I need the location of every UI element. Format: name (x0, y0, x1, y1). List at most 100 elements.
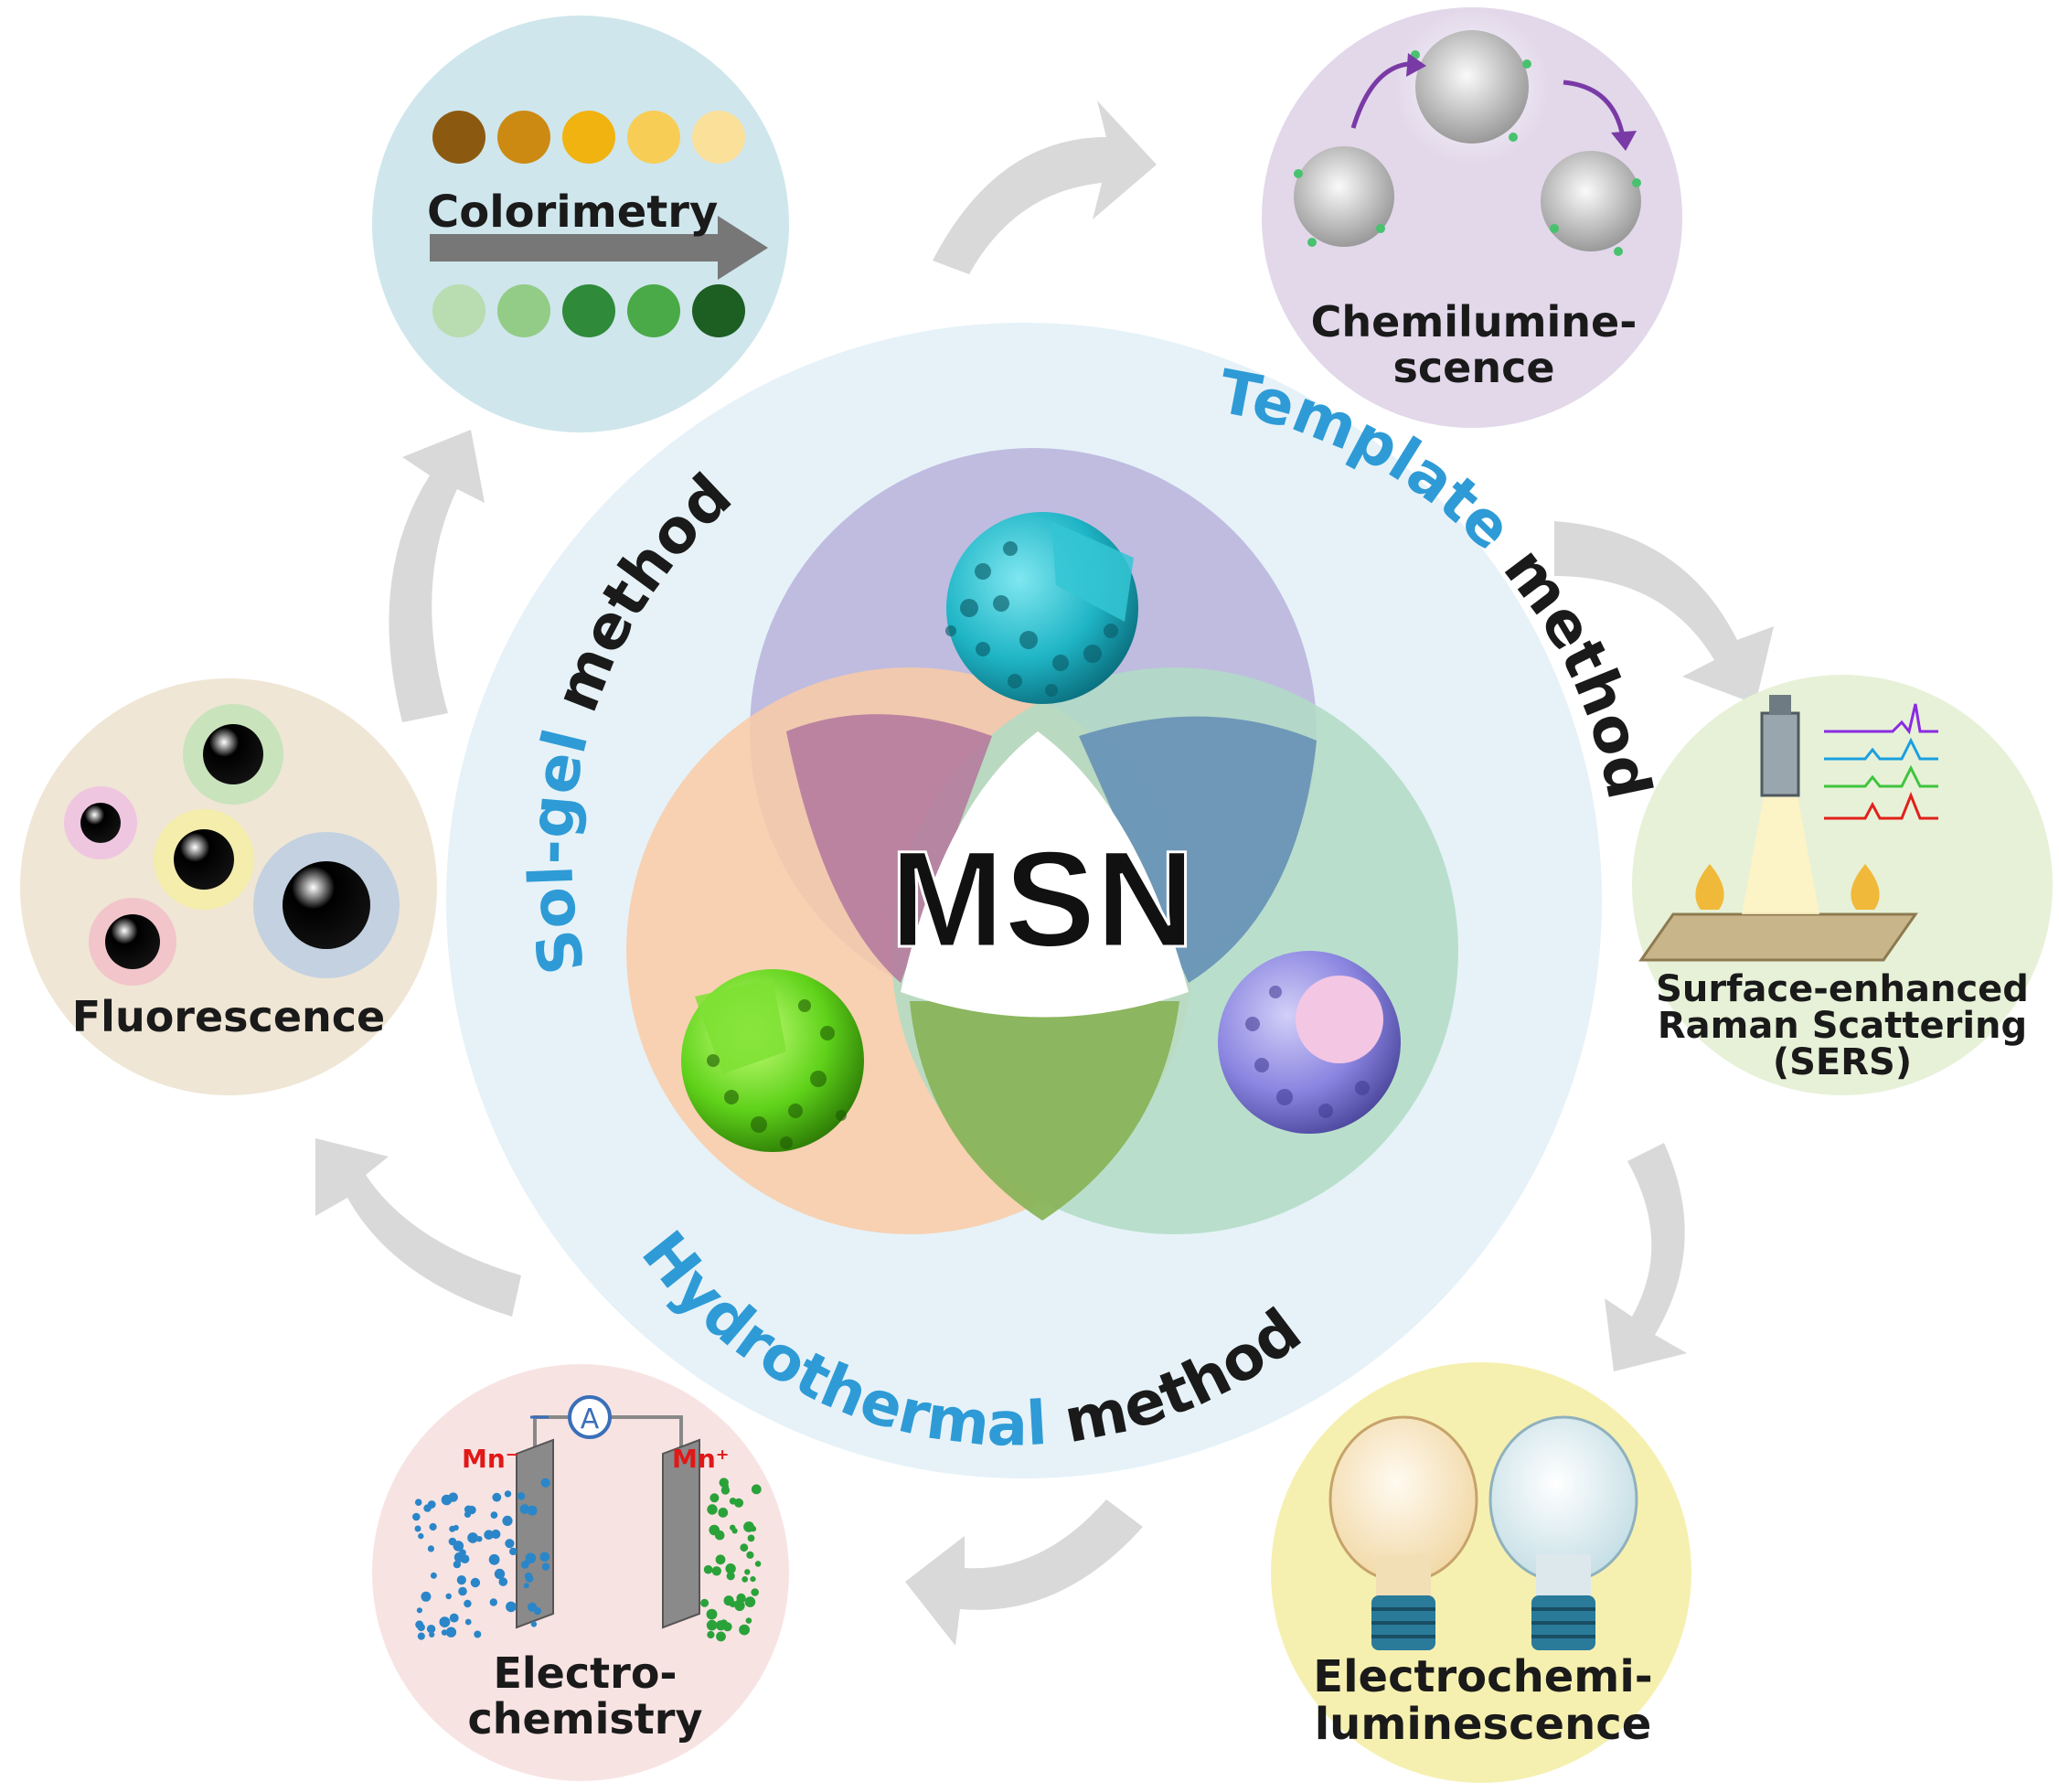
green-nanosphere (681, 969, 864, 1152)
ion-particle (484, 1530, 494, 1540)
ion-particle (502, 1515, 513, 1526)
cathode-electrode (662, 1438, 700, 1629)
ion-particle (533, 1607, 542, 1616)
ion-particle (445, 1627, 457, 1637)
ion-particle (418, 1532, 424, 1540)
color-dot (432, 284, 485, 337)
cation-particles (700, 1477, 762, 1642)
ion-particle (417, 1632, 425, 1640)
venn-center (901, 731, 1189, 1018)
colorimetry-label: Colorimetry (427, 187, 718, 238)
ion-particle (754, 1561, 762, 1567)
ion-particle (415, 1620, 424, 1629)
ion-particle (541, 1563, 550, 1571)
fluor-ball-yellow (154, 809, 254, 910)
overlap-purple-green (1079, 716, 1317, 983)
fluor-ball-pink (89, 898, 176, 986)
color-dot (692, 111, 745, 164)
bulb-warm-icon (1328, 1415, 1478, 1650)
ion-particle (744, 1596, 756, 1607)
ion-particle (470, 1577, 481, 1588)
arrow-sers-to-ecl (1605, 1143, 1687, 1371)
colorimetry-panel: Colorimetry (372, 16, 789, 432)
ion-particle (751, 1484, 762, 1495)
color-dot (627, 111, 680, 164)
electrochemistry-panel: A Mn⁻ Mn⁺ Electro- chemistry (372, 1364, 789, 1781)
ion-particle (706, 1619, 718, 1631)
ion-particle (429, 1522, 437, 1531)
ion-particle (733, 1498, 744, 1508)
sers-spectra (1824, 703, 1938, 820)
ion-particle (739, 1624, 750, 1636)
ion-particle (707, 1504, 718, 1515)
ion-particle (725, 1563, 736, 1574)
chemiluminescence-panel: Chemilumine- scence (1262, 7, 1682, 428)
ion-particle (746, 1551, 754, 1559)
sers-panel: Surface-enhanced Raman Scattering (SERS) (1632, 675, 2053, 1095)
ion-particle (449, 1525, 456, 1532)
ion-particle (505, 1539, 515, 1549)
ion-particle (467, 1532, 478, 1543)
ion-particle (519, 1504, 530, 1514)
ion-particle (474, 1630, 482, 1638)
color-dot (562, 284, 615, 337)
teal-nanosphere (945, 512, 1138, 704)
ion-particle (414, 1525, 421, 1532)
colorimetry-arrow-shaft (430, 234, 722, 261)
anode-electrode (516, 1438, 554, 1629)
arrow-chemi-to-sers (1554, 521, 1774, 704)
color-dot (432, 111, 485, 164)
chemi-label-line1: Chemilumine- (1311, 297, 1638, 347)
ion-particle (491, 1529, 501, 1540)
colorimetry-arrow-head (718, 216, 768, 280)
ion-particle (453, 1541, 464, 1552)
sers-substrate (1638, 912, 1918, 962)
fluor-ball-blue (253, 832, 400, 978)
ion-particle (464, 1618, 472, 1626)
chemi-nanoparticle-right (1541, 151, 1641, 251)
chemi-arrow-left (1350, 61, 1409, 129)
colorimetry-top-dots (432, 111, 745, 164)
sers-laser-beam (1742, 791, 1819, 914)
ion-particle (751, 1588, 759, 1596)
ion-particle (700, 1598, 709, 1607)
ion-particle (741, 1576, 749, 1583)
ecl-panel: Electrochemi- luminescence (1271, 1362, 1691, 1783)
arrow-ecl-to-electro (905, 1499, 1143, 1646)
arrow-colorimetry-to-chemi (933, 101, 1157, 274)
ion-particle (731, 1528, 738, 1534)
ion-particle (427, 1500, 436, 1509)
ion-particle (525, 1559, 531, 1565)
ion-particle (736, 1593, 746, 1604)
ion-particle (707, 1630, 715, 1639)
ion-particle (523, 1583, 529, 1589)
ecl-label-line2: luminescence (1315, 1699, 1652, 1750)
cycle-arrows (315, 101, 1774, 1646)
ion-particle (498, 1577, 508, 1586)
ammeter-label: A (581, 1403, 600, 1435)
ion-particle (489, 1598, 497, 1606)
ion-particle (530, 1621, 538, 1627)
ion-particle (504, 1490, 512, 1498)
ion-particle (745, 1617, 752, 1624)
ion-particle (729, 1498, 737, 1505)
ion-particle (726, 1572, 735, 1581)
sers-droplet-left (1695, 864, 1724, 910)
arrow-electro-to-fluor (315, 1138, 521, 1317)
ion-particle (414, 1499, 422, 1506)
ion-particle (719, 1477, 729, 1488)
ion-particle (703, 1564, 713, 1574)
ion-particle (456, 1575, 466, 1585)
anode-ion-label: Mn⁻ (462, 1444, 519, 1474)
fluor-ball-teal (183, 704, 283, 805)
color-dot (562, 111, 615, 164)
ion-particle (706, 1608, 718, 1620)
ion-particle (492, 1492, 502, 1502)
ion-particle (720, 1486, 731, 1495)
ion-particle (526, 1574, 534, 1583)
ammeter-icon (568, 1395, 612, 1439)
color-dot (497, 111, 550, 164)
ion-particle (715, 1554, 726, 1565)
ion-particle (412, 1512, 421, 1521)
ion-particle (448, 1492, 458, 1502)
